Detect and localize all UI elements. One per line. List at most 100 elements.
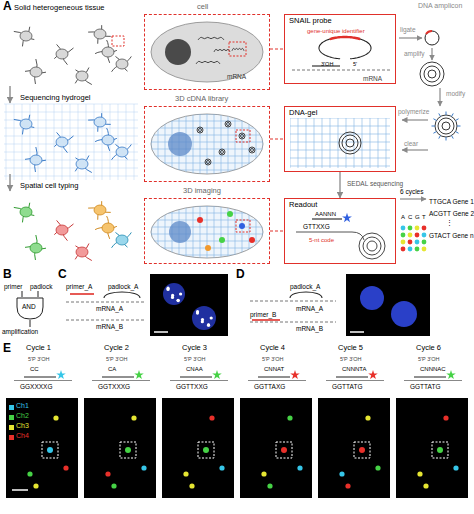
annotation-label: padlock [30,283,52,290]
gel-line [263,114,264,174]
acrylamide-group [446,112,447,116]
acrylamide-group [433,132,436,134]
base-color-dot [415,240,420,245]
cell-sketch [75,155,92,172]
gel-grid [134,104,135,180]
sequencing-primer [312,218,342,219]
zoom-square [112,36,124,46]
fluor-star [212,370,222,379]
signal-dot [111,483,116,488]
signal-dot [189,483,194,488]
signal-dot [453,465,458,470]
primer-line [252,319,280,321]
amplicon-ring [239,133,245,139]
gate-output [30,320,31,327]
signal-dot [53,415,58,420]
zoom-line [270,139,284,140]
cell-sketch [112,232,132,247]
signal-dot [219,465,224,470]
gel-line [314,118,315,168]
gel-line [200,114,201,174]
signal-dot [423,483,428,488]
gel-grid [118,104,119,180]
cell-body [20,31,32,41]
signal-dot [207,324,210,327]
highlight-box [354,442,370,458]
sequence-text: GGTTATG [332,383,362,390]
gel-line [290,134,390,135]
cell-sketch [112,56,132,71]
gel-grid [78,104,79,180]
node-text: mRNA [363,75,382,82]
step-label: ligate [400,26,416,33]
sequencing-primer [336,377,368,378]
gel-grid [6,104,7,180]
padlock-probe [319,37,371,59]
gel-grid [46,104,47,180]
base-color-dot [401,240,406,245]
flow-arrow [431,48,432,60]
gel-line [214,114,215,174]
signal-dot [179,292,182,295]
gene-code: ACGTT Gene 2 [429,210,474,217]
base-letter: A [401,214,405,221]
circular-template [425,31,439,45]
amplicon-ring [435,115,457,137]
gel-line [151,206,263,207]
signal-dot [201,318,204,321]
annotation-label: padlock_A [108,283,138,290]
node-title: AND [22,303,36,310]
gel-line [214,206,215,258]
end-label: 5'P 3'OH [418,356,440,362]
mrna-strand [198,37,224,40]
base-color-dot [408,233,413,238]
acrylamide-group [452,113,454,116]
gel-line [165,206,166,258]
cell-body [102,135,114,145]
gel-grid [4,136,138,137]
flow-arrow [9,174,10,191]
template-strand [404,380,462,381]
cell-sketch [14,27,34,47]
legend-swatch [9,435,14,440]
cell-sketch [54,44,73,64]
nucleus [168,132,192,156]
sequence-text: CNAA [186,366,203,373]
base-color-dot [422,240,427,245]
cell-body [76,247,88,257]
fluor-star [134,370,144,379]
node-text: mRNA [227,73,246,80]
micrograph [346,274,430,336]
amplicon-ring [205,159,211,165]
flow-arrow [439,88,440,106]
gel-grid [4,176,138,177]
node-title: Readout [289,201,317,209]
gel-line [158,114,159,174]
gel-line [151,255,263,256]
cell-body [94,29,106,39]
annotation-label: primer_A [66,283,92,290]
signal-dot [375,465,380,470]
signal-dot [297,465,302,470]
signal-dot [209,415,214,420]
sequence-text: CC [30,366,39,373]
node-title: 3D imaging [183,187,221,195]
nucleus-stain [391,301,417,327]
fluor-star [368,370,378,379]
gel-line [249,114,250,174]
micrograph [84,398,156,498]
gel-line [290,142,390,143]
cell-body [102,47,114,57]
template-strand [92,380,150,381]
step-label: clear [404,140,418,147]
amplicon-ring [251,149,254,152]
base-color-dot [422,247,427,252]
primer-line [70,293,94,295]
step-label: modify [446,90,465,97]
annotation-label: padlock_A [290,283,320,290]
signal-dot [437,447,443,453]
amplicon-ring [339,132,361,154]
sequencing-primer [24,377,56,378]
annotation-label: primer_B [250,311,276,318]
